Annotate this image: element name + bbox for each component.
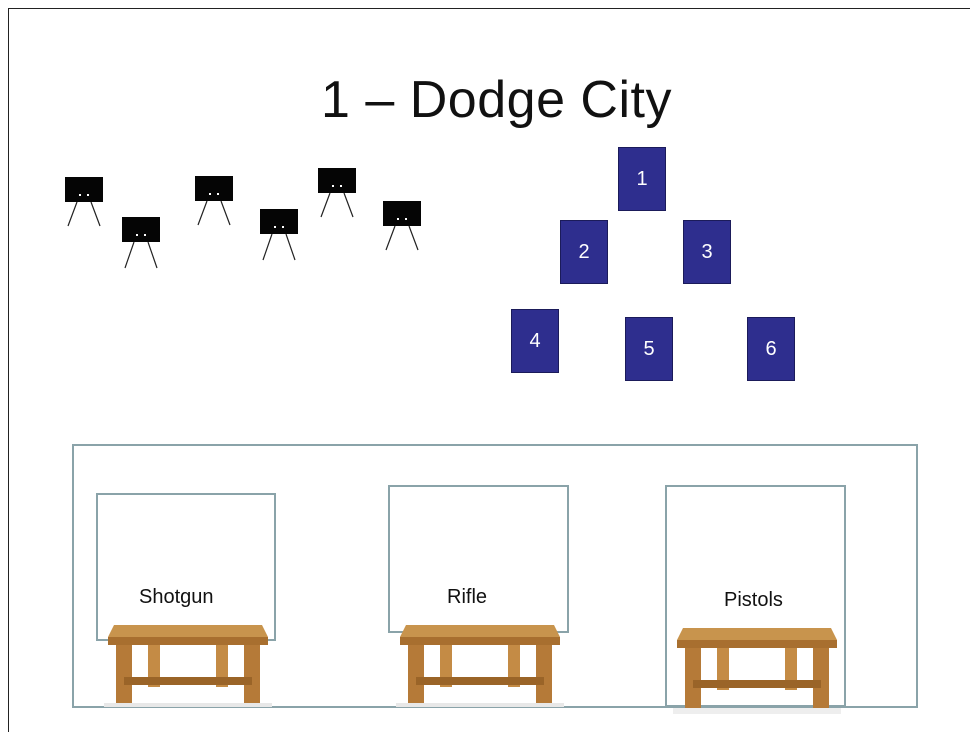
station-rifle-label: Rifle xyxy=(447,586,487,609)
position-box-4: 4 xyxy=(511,309,559,373)
station-rifle-box xyxy=(388,485,569,633)
table-pistols-image xyxy=(673,622,841,714)
position-box-2: 2 xyxy=(560,220,608,284)
position-box-6: 6 xyxy=(747,317,795,381)
position-box-1: 1 xyxy=(618,147,666,211)
table-shotgun-image xyxy=(104,615,272,707)
position-box-5: 5 xyxy=(625,317,673,381)
station-pistols-label: Pistols xyxy=(724,589,783,612)
station-shotgun-label: Shotgun xyxy=(139,586,214,609)
table-rifle-image xyxy=(396,615,564,707)
position-box-3: 3 xyxy=(683,220,731,284)
slide-title: 1 – Dodge City xyxy=(0,70,973,130)
